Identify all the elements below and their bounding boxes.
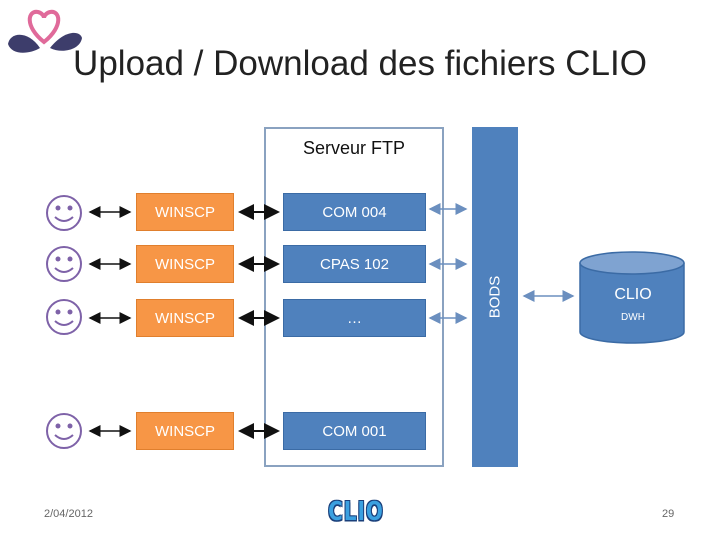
page-title: Upload / Download des fichiers CLIO [73,44,647,83]
winscp-box: WINSCP [136,193,234,231]
winscp-box: WINSCP [136,245,234,283]
winscp-box: WINSCP [136,299,234,337]
database-icon [579,251,685,344]
smiley-icon [46,246,82,282]
clio-logo: CLIO [328,495,384,527]
ftp-folder-box: COM 001 [283,412,426,450]
page-number: 29 [662,508,675,520]
ftp-folder-box: CPAS 102 [283,245,426,283]
ftp-server-box [264,127,444,467]
smiley-icon [46,299,82,335]
ftp-folder-box: COM 004 [283,193,426,231]
smiley-winscp-arrows [88,206,132,437]
winscp-ftp-arrows [238,204,280,439]
ftp-server-label: Serveur FTP [302,138,406,158]
heart-logo-icon [8,9,82,53]
bods-bar: BODS [472,127,518,467]
smiley-icon [46,413,82,449]
database-sublabel: DWH [621,312,645,323]
clio-logo-text: CLIO [328,495,384,527]
ftp-folder-box: … [283,299,426,337]
footer-date: 2/04/2012 [44,508,93,520]
ftp-bods-arrows [428,203,468,324]
winscp-box: WINSCP [136,412,234,450]
smiley-icon [46,195,82,231]
database-label: CLIO [614,286,652,303]
